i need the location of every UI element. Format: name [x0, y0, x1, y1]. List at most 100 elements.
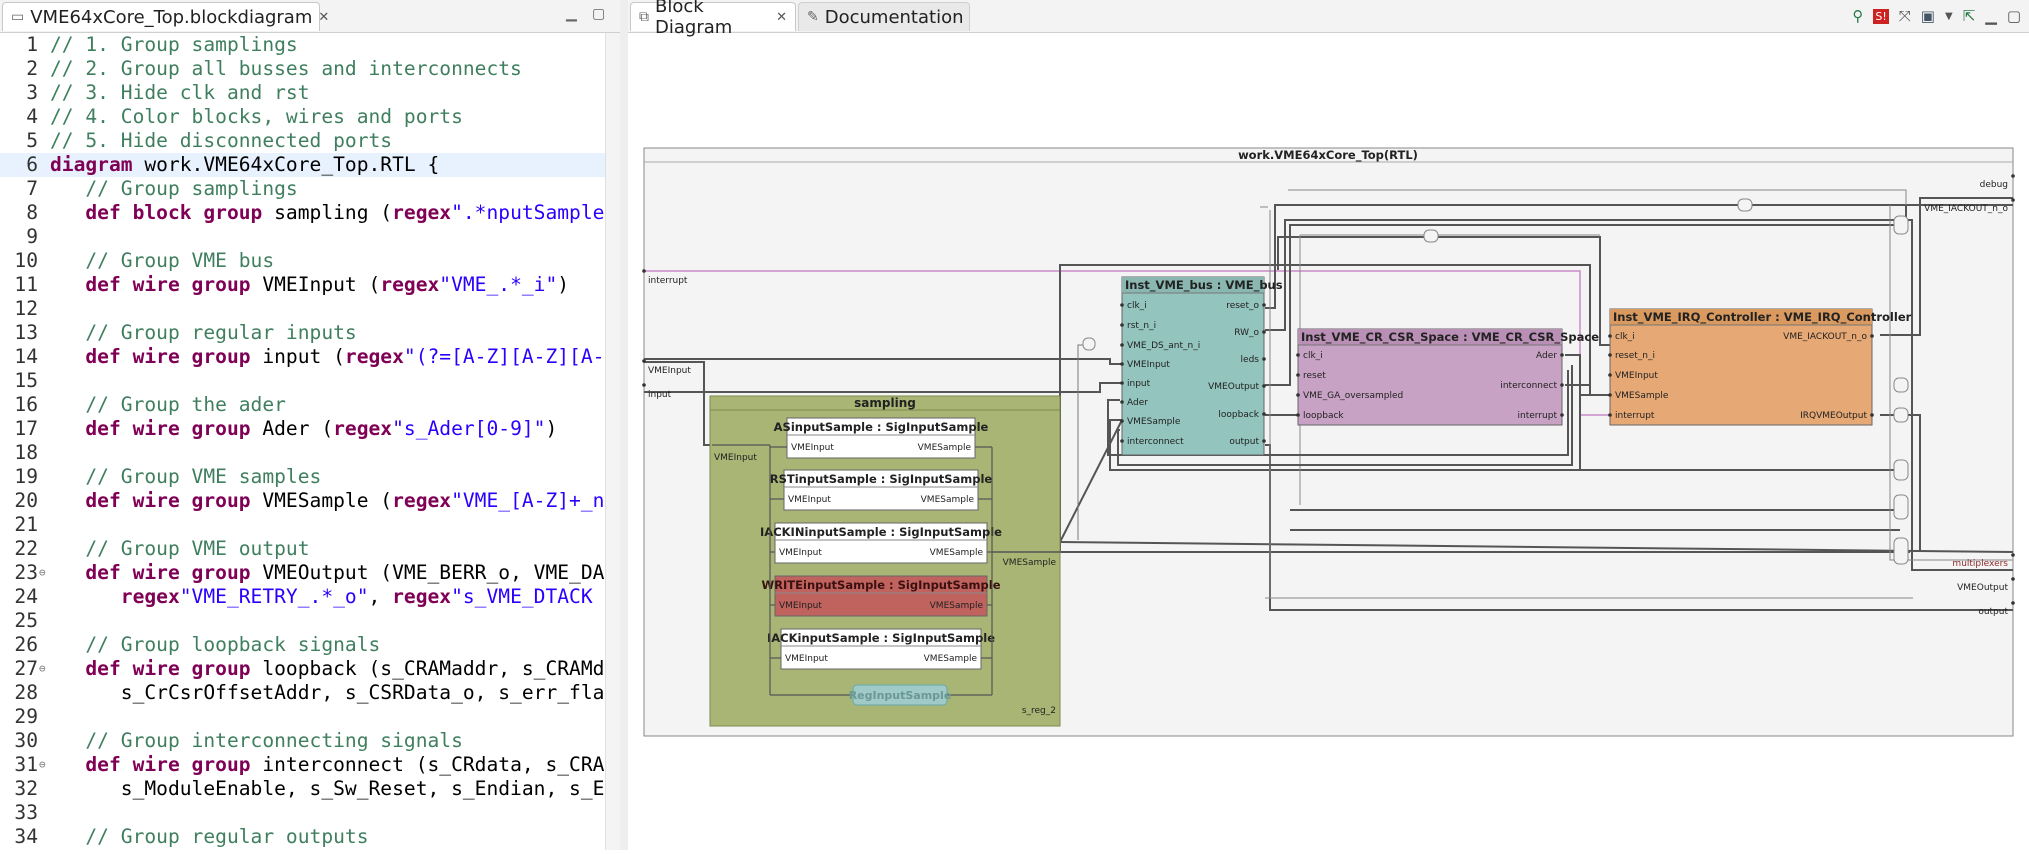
minimize-icon[interactable]: ▁ [1985, 7, 1997, 25]
code-line[interactable]: 1// 1. Group samplings [0, 33, 606, 57]
code-line[interactable]: 17 def wire group Ader (regex"s_Ader[0-9… [0, 417, 606, 441]
save-icon[interactable]: ▣ [1920, 7, 1935, 25]
editor-scrollbar[interactable] [605, 33, 620, 850]
code-line[interactable]: 32 s_ModuleEnable, s_Sw_Reset, s_Endian,… [0, 777, 606, 801]
code-line[interactable]: 24 regex"VME_RETRY_.*_o", regex"s_VME_DT… [0, 585, 606, 609]
code-line[interactable]: 10 // Group VME bus [0, 249, 606, 273]
line-number: 18 [14, 441, 38, 464]
sampler-port-in: VMEInput [779, 548, 822, 558]
close-icon[interactable]: ✕ [776, 9, 787, 25]
minimize-icon[interactable]: ▁ [566, 6, 577, 22]
line-number: 1 [26, 33, 38, 56]
code-line[interactable]: 15 [0, 369, 606, 393]
code-line[interactable]: 25 [0, 609, 606, 633]
code-line[interactable]: 27⊖ def wire group loopback (s_CRAMaddr,… [0, 657, 606, 681]
sampler-port-in: VMEInput [779, 601, 822, 611]
code-line[interactable]: 5 // 5. Hide disconnected ports [0, 129, 606, 153]
line-number: 11 [14, 273, 38, 296]
code-line[interactable]: 19 // Group VME samples [0, 465, 606, 489]
code-line[interactable]: 20 def wire group VMESample (regex"VME_[… [0, 489, 606, 513]
top-output-port: debug [1980, 180, 2008, 190]
link-icon[interactable]: ⚲ [1852, 7, 1864, 25]
export-icon[interactable]: ⇱ [1962, 7, 1976, 25]
line-number: 32 [14, 777, 38, 800]
line-number: 27 [14, 657, 38, 680]
sampler-title: IACKinputSample : SigInputSample [767, 631, 995, 645]
line-number: 20 [14, 489, 38, 512]
tab-block-diagram[interactable]: ⧉ Block Diagram ✕ [630, 0, 796, 38]
block-port-out: RW_o [1234, 328, 1259, 338]
top-level-ports: interruptVMEInputinputdebugVME_IACKOUT_n… [642, 174, 2015, 617]
reg-input-sample-block[interactable] [852, 684, 948, 706]
top-frame-title: work.VME64xCore_Top(RTL) [1238, 148, 1418, 163]
code-line[interactable]: 4// 4. Color blocks, wires and ports [0, 105, 606, 129]
top-output-port: VMEOutput [1957, 583, 2008, 593]
sampler-port-out: VMESample [924, 654, 978, 664]
code-line[interactable]: 29 [0, 705, 606, 729]
block-port-in: clk_i [1127, 301, 1147, 311]
line-number: 28 [14, 681, 38, 704]
line-number: 16 [14, 393, 38, 416]
tab-documentation[interactable]: ✎ Documentation [798, 2, 970, 31]
close-icon[interactable]: ✕ [318, 9, 330, 25]
maximize-icon[interactable]: ▢ [2006, 7, 2021, 25]
block-port-out: reset_o [1226, 301, 1259, 311]
code-text: regex"VME_RETRY_.*_o", regex"s_VME_DTACK [120, 585, 593, 608]
code-line[interactable]: 33 [0, 801, 606, 825]
code-line[interactable]: 2// 2. Group all busses and interconnect… [0, 57, 606, 81]
line-number: 12 [14, 297, 38, 320]
block-port-in: VMEInput [1127, 360, 1170, 370]
fit-icon[interactable]: ⤧ [1898, 7, 1911, 25]
line-number: 10 [14, 249, 38, 272]
line-number: 7 [26, 177, 38, 200]
vme-bus-block[interactable] [1121, 276, 1265, 456]
sampler-block[interactable] [780, 628, 982, 670]
tab-blockdiagram-file[interactable]: ▭ VME64xCore_Top.blockdiagram ✕ [2, 2, 329, 31]
code-line[interactable]: 3// 3. Hide clk and rst [0, 81, 606, 105]
code-line[interactable]: 8 def block group sampling (regex".*nput… [0, 201, 606, 225]
code-line[interactable]: 12 [0, 297, 606, 321]
code-line[interactable]: 21 [0, 513, 606, 537]
block-port-in: reset_n_i [1615, 351, 1655, 361]
si-icon[interactable]: S! [1873, 8, 1889, 24]
code-line[interactable]: 28 s_CrCsrOffsetAddr, s_CSRData_o, s_err… [0, 681, 606, 705]
sampler-block[interactable] [786, 417, 976, 459]
code-line[interactable]: 16 // Group the ader [0, 393, 606, 417]
block-port-out: VMEOutput [1208, 382, 1259, 392]
code-line[interactable]: 23⊖ def wire group VMEOutput (VME_BERR_o… [0, 561, 606, 585]
fold-icon[interactable]: ⊖ [39, 758, 46, 771]
code-text: // 2. Group all busses and interconnects [50, 57, 522, 80]
code-text: // 5. Hide disconnected ports [50, 129, 393, 152]
code-line[interactable]: 34 // Group regular outputs [0, 825, 606, 849]
diagram-toolbar: ⚲ S! ⤧ ▣ ▼ ⇱ ▁ ▢ [1852, 4, 2021, 28]
code-line[interactable]: 26 // Group loopback signals [0, 633, 606, 657]
block-port-in: input [1127, 379, 1151, 389]
irq-controller-block[interactable] [1609, 308, 1873, 426]
code-line[interactable]: 18 [0, 441, 606, 465]
code-line[interactable]: 31⊖ def wire group interconnect (s_CRdat… [0, 753, 606, 777]
code-line[interactable]: 30 // Group interconnecting signals [0, 729, 606, 753]
maximize-icon[interactable]: ▢ [592, 6, 606, 22]
line-number: 5 [26, 129, 38, 152]
code-line[interactable]: 14 def wire group input (regex"(?=[A-Z][… [0, 345, 606, 369]
code-text: diagram work.VME64xCore_Top.RTL { [50, 153, 440, 176]
sampler-block[interactable] [783, 469, 979, 511]
sampler-block[interactable] [774, 522, 988, 564]
code-line[interactable]: 7 // Group samplings [0, 177, 606, 201]
wires [644, 189, 2014, 611]
sampler-block[interactable] [774, 575, 988, 617]
code-line[interactable]: 11 def wire group VMEInput (regex"VME_.*… [0, 273, 606, 297]
group-port-reg: s_reg_2 [1022, 706, 1056, 716]
top-output-port: VME_IACKOUT_n_o [1924, 204, 2008, 214]
diagram-canvas[interactable]: work.VME64xCore_Top(RTL) [628, 33, 2029, 850]
fold-icon[interactable]: ⊖ [39, 662, 46, 675]
chevron-down-icon[interactable]: ▼ [1944, 10, 1953, 22]
fold-icon[interactable]: ⊖ [39, 566, 46, 579]
code-line[interactable]: 9 [0, 225, 606, 249]
sampler-title: ASinputSample : SigInputSample [774, 420, 989, 434]
code-line[interactable]: 13 // Group regular inputs [0, 321, 606, 345]
code-line[interactable]: 22 // Group VME output [0, 537, 606, 561]
